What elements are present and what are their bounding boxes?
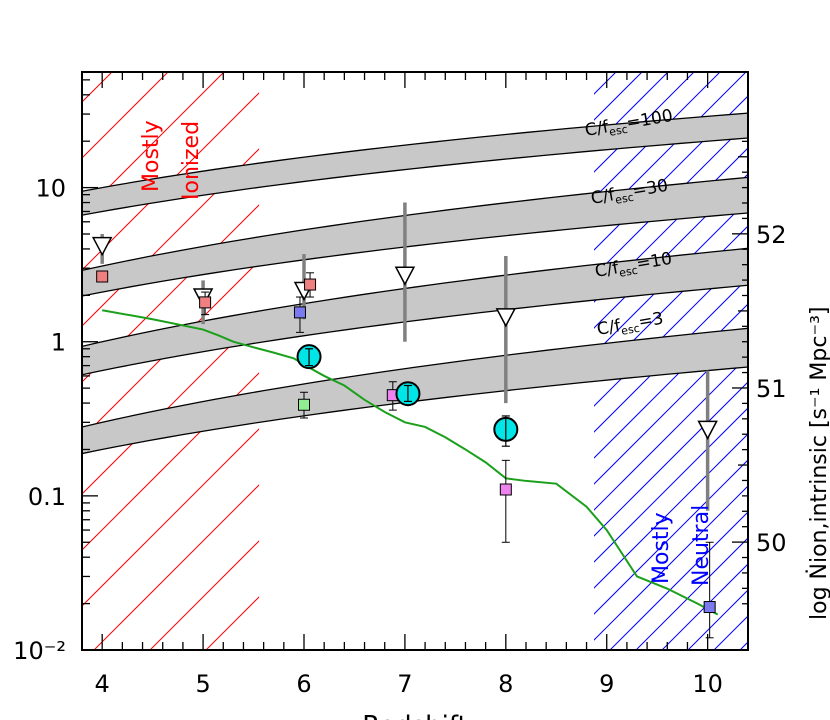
y-tick-label: 1 [51, 329, 66, 357]
data-square [96, 270, 109, 283]
hatch-line [82, 72, 225, 215]
band-upper-edge [82, 112, 748, 192]
band-upper-edge [82, 176, 748, 272]
y-tick-label: 10⁻² [13, 637, 66, 665]
x-axis-label: Redshift [362, 711, 468, 720]
band-lower-edge [82, 212, 748, 297]
hatch-line [82, 148, 259, 327]
ionized-label-line2: Ionized [179, 121, 204, 200]
data-square [304, 278, 317, 291]
upper-limit-triangle [697, 420, 718, 440]
hatch-line [82, 316, 259, 495]
right-tick-label: 50 [756, 529, 787, 557]
upper-limit-triangle [91, 236, 113, 257]
neutral-label-line2: Neutral [689, 505, 714, 586]
hatch-line [594, 72, 721, 199]
hatch-line [635, 537, 748, 650]
hatch-line [594, 459, 748, 615]
hatch-line [594, 121, 748, 277]
hatch-line [594, 95, 748, 251]
hatch-line [594, 72, 695, 173]
right-axis-label: log Ṅion,intrinsic [s⁻¹ Mpc⁻³] [806, 307, 830, 620]
hatch-line [609, 511, 748, 650]
band-lower-edge [82, 137, 748, 216]
upper-limit-triangle [495, 308, 517, 328]
neutral-label-line1: Mostly [649, 512, 674, 584]
data-square [298, 398, 310, 411]
x-tick-label: 7 [397, 670, 412, 698]
band-0 [82, 113, 748, 216]
data-square [703, 601, 716, 614]
x-tick-label: 8 [498, 670, 513, 698]
model-curve [102, 309, 719, 616]
band-label: C/fesc=3 [595, 309, 665, 342]
upper-limit-triangle [394, 266, 416, 286]
hatch-line [0, 60, 82, 660]
y-tick-label: 0.1 [28, 483, 66, 511]
hatch-line [93, 484, 259, 650]
data-square [293, 306, 306, 319]
data-square [199, 296, 212, 309]
hatch-line [594, 407, 748, 563]
hatch-line [0, 60, 342, 660]
x-tick-label: 5 [195, 670, 210, 698]
x-tick-label: 6 [296, 670, 311, 698]
hatch-line [0, 60, 4, 660]
hatch-line [594, 433, 748, 589]
right-tick-label: 51 [756, 375, 787, 403]
data-square [499, 483, 512, 496]
band-2 [82, 248, 748, 375]
hatch-line [0, 60, 12, 660]
right-tick-label: 52 [756, 221, 787, 249]
x-tick-label: 9 [599, 670, 614, 698]
hatch-line [149, 540, 259, 650]
hatch-line [0, 60, 56, 660]
hatch-line [0, 60, 68, 660]
ionized-label-line1: Mostly [139, 120, 164, 192]
x-tick-label: 10 [692, 670, 723, 698]
hatch-line [82, 92, 259, 271]
band-lower-edge [82, 284, 748, 376]
hatch-line [594, 485, 748, 641]
band-upper-edge [82, 327, 748, 428]
y-tick-label: 10 [35, 175, 66, 203]
hatch-line [0, 60, 30, 660]
x-tick-label: 4 [95, 670, 110, 698]
hatch-line [82, 428, 259, 607]
hatch-line [594, 147, 748, 303]
plot-frame [81, 71, 749, 651]
band-upper-edge [82, 247, 748, 347]
hatch-line [594, 72, 747, 225]
band-1 [82, 177, 748, 296]
